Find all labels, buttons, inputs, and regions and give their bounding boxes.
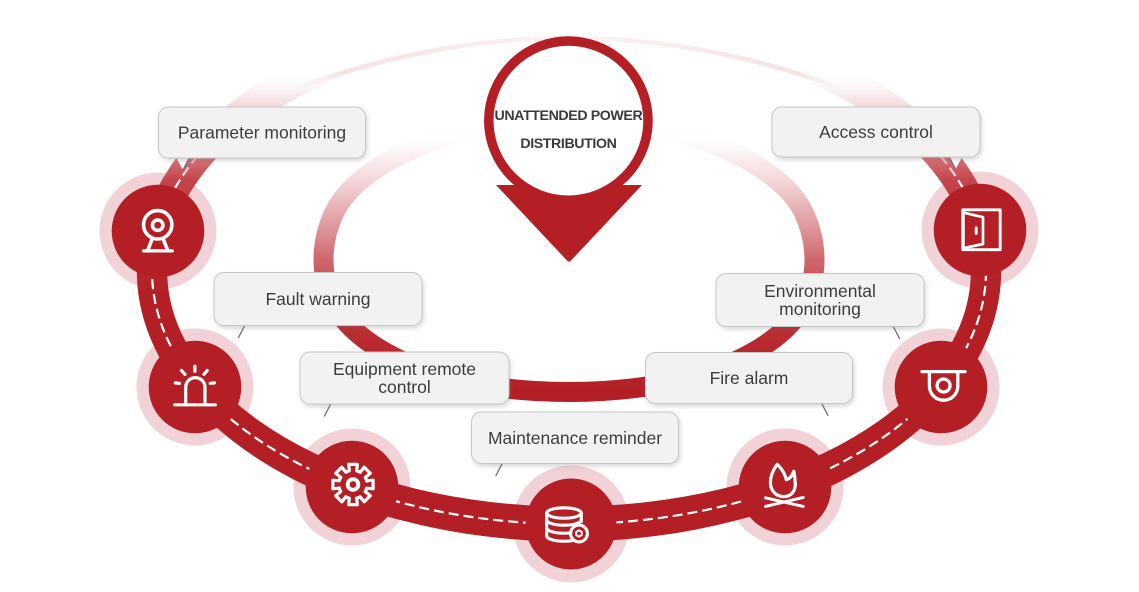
svg-text:Access control: Access control <box>819 122 933 142</box>
svg-text:Environmental: Environmental <box>764 281 876 301</box>
svg-text:Fire alarm: Fire alarm <box>710 368 789 388</box>
svg-text:control: control <box>378 377 431 397</box>
svg-text:UNATTENDED POWER: UNATTENDED POWER <box>494 108 642 124</box>
svg-text:Maintenance reminder: Maintenance reminder <box>488 428 662 448</box>
svg-text:monitoring: monitoring <box>779 299 861 319</box>
svg-text:Fault warning: Fault warning <box>265 289 370 309</box>
svg-text:DISTRIBUTION: DISTRIBUTION <box>520 136 616 152</box>
svg-text:Equipment remote: Equipment remote <box>333 359 476 379</box>
svg-text:Parameter monitoring: Parameter monitoring <box>178 123 346 143</box>
